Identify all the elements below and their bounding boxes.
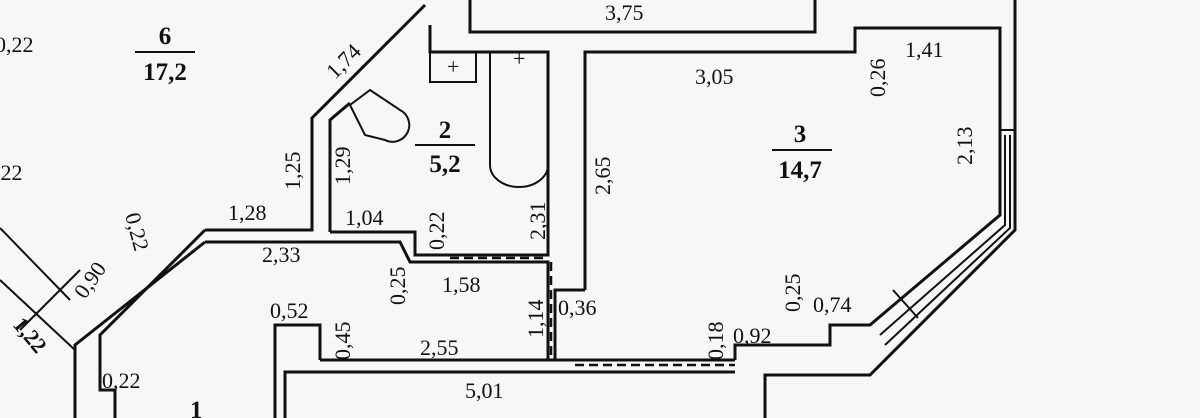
dimension-labels: 0,22 ,22 1,74 1,25 1,29 1,28 1,04 0,22 2…: [0, 0, 977, 403]
sink-plus-icon: +: [447, 54, 459, 79]
sink: [429, 51, 477, 83]
svg-text:0,18: 0,18: [703, 322, 728, 361]
svg-text:0,52: 0,52: [270, 298, 309, 323]
svg-text:17,2: 17,2: [143, 59, 187, 86]
room-3-label: 3 14,7: [772, 121, 832, 184]
svg-text:2,33: 2,33: [262, 242, 301, 267]
svg-text:1,22: 1,22: [8, 312, 52, 358]
svg-text:1,04: 1,04: [345, 205, 384, 230]
svg-text:3: 3: [794, 121, 807, 148]
svg-text:1,41: 1,41: [905, 37, 944, 62]
svg-text:3,05: 3,05: [695, 64, 734, 89]
svg-text:0,45: 0,45: [330, 322, 355, 361]
toilet: [348, 88, 411, 143]
svg-text:0,22: 0,22: [120, 210, 154, 254]
svg-text:1,28: 1,28: [228, 200, 267, 225]
svg-text:2,31: 2,31: [525, 202, 550, 241]
svg-text:0,22: 0,22: [424, 212, 449, 251]
svg-text:14,7: 14,7: [778, 157, 822, 184]
room-2-label: 2 5,2: [415, 117, 475, 178]
svg-text:2,65: 2,65: [590, 157, 615, 196]
svg-text:1,25: 1,25: [280, 152, 305, 191]
svg-text:0,36: 0,36: [558, 295, 597, 320]
svg-text:0,25: 0,25: [780, 274, 805, 313]
svg-text:3,75: 3,75: [605, 0, 644, 25]
svg-text:1,58: 1,58: [442, 272, 481, 297]
svg-text:1,14: 1,14: [523, 300, 548, 339]
svg-text:0,22: 0,22: [0, 32, 34, 57]
svg-text:5,01: 5,01: [465, 378, 504, 403]
svg-text:2: 2: [439, 117, 452, 144]
svg-text:1,74: 1,74: [321, 39, 366, 84]
svg-text:2,13: 2,13: [952, 127, 977, 166]
svg-text:,22: ,22: [0, 160, 23, 185]
bathtub: [489, 51, 549, 188]
svg-text:5,2: 5,2: [429, 151, 460, 178]
doors: [450, 256, 735, 367]
svg-text:0,25: 0,25: [385, 267, 410, 306]
svg-text:6: 6: [159, 23, 172, 50]
room-1-label: 1: [190, 397, 203, 418]
svg-text:0,92: 0,92: [733, 323, 772, 348]
svg-text:2,55: 2,55: [420, 335, 459, 360]
room-6-label: 6 17,2: [135, 23, 195, 86]
bathtub-plus-icon: +: [513, 46, 525, 71]
svg-text:0,90: 0,90: [69, 257, 112, 303]
svg-text:1,29: 1,29: [330, 147, 355, 186]
bathroom-fixtures: [348, 51, 549, 188]
svg-text:0,26: 0,26: [865, 59, 890, 98]
svg-text:0,74: 0,74: [813, 292, 852, 317]
svg-text:0,22: 0,22: [102, 368, 141, 393]
walls: [0, 0, 1017, 418]
